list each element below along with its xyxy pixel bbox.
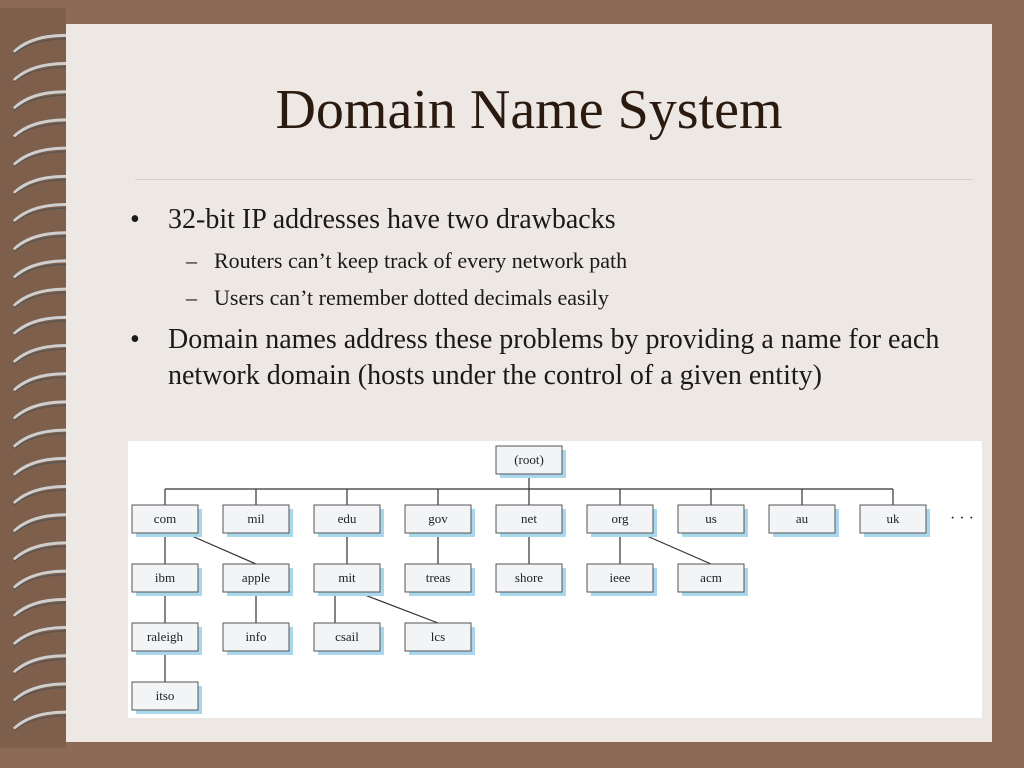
sub-bullet-marker: – xyxy=(186,248,197,273)
node-au-label: au xyxy=(796,511,809,526)
node-shore-label: shore xyxy=(515,570,543,585)
node-itso: itso xyxy=(131,681,202,714)
node-gov-label: gov xyxy=(428,511,448,526)
node-acm: acm xyxy=(677,563,748,596)
sub-bullet-routers: Routers can’t keep track of every networ… xyxy=(214,248,628,273)
node-treas-label: treas xyxy=(426,570,451,585)
tree-edge xyxy=(356,591,439,624)
node-acm-label: acm xyxy=(700,570,722,585)
node-itso-label: itso xyxy=(156,688,175,703)
node-info-label: info xyxy=(246,629,267,644)
title-divider xyxy=(135,179,973,180)
node-mil-label: mil xyxy=(247,511,265,526)
node-com: com xyxy=(131,504,202,537)
node-root: (root) xyxy=(495,445,566,478)
node-org-label: org xyxy=(611,511,629,526)
bullet-marker: • xyxy=(130,324,140,355)
node-edu: edu xyxy=(313,504,384,537)
node-net-label: net xyxy=(521,511,537,526)
node-mit: mit xyxy=(313,563,384,596)
node-org: org xyxy=(586,504,657,537)
node-com-label: com xyxy=(154,511,176,526)
bullet-ip-drawbacks: 32-bit IP addresses have two drawbacks xyxy=(168,204,616,235)
node-us-label: us xyxy=(705,511,717,526)
more-domains-ellipsis: · · · xyxy=(950,510,974,527)
node-csail: csail xyxy=(313,622,384,655)
slide-title: Domain Name System xyxy=(275,79,783,141)
dns-hierarchy-diagram: (root) com mil edu gov net org us au uk ibm apple mi… xyxy=(128,441,982,718)
node-us: us xyxy=(677,504,748,537)
node-root-label: (root) xyxy=(514,452,544,467)
node-ieee-label: ieee xyxy=(610,570,631,585)
node-raleigh-label: raleigh xyxy=(147,629,184,644)
node-au: au xyxy=(768,504,839,537)
node-ibm: ibm xyxy=(131,563,202,596)
node-apple-label: apple xyxy=(242,570,270,585)
node-uk: uk xyxy=(859,504,930,537)
node-raleigh: raleigh xyxy=(131,622,202,655)
bullet-domain-names: Domain names address these problems by p… xyxy=(168,324,940,391)
node-uk-label: uk xyxy=(887,511,901,526)
node-mit-label: mit xyxy=(338,570,356,585)
node-lcs: lcs xyxy=(404,622,475,655)
node-shore: shore xyxy=(495,563,566,596)
node-edu-label: edu xyxy=(338,511,357,526)
node-mil: mil xyxy=(222,504,293,537)
node-ibm-label: ibm xyxy=(155,570,175,585)
bullet-marker: • xyxy=(130,204,140,235)
node-lcs-label: lcs xyxy=(431,629,445,644)
node-apple: apple xyxy=(222,563,293,596)
tree-edge xyxy=(639,532,712,565)
node-net: net xyxy=(495,504,566,537)
sub-bullet-marker: – xyxy=(186,285,197,310)
node-ieee: ieee xyxy=(586,563,657,596)
sub-bullet-users: Users can’t remember dotted decimals eas… xyxy=(214,285,609,310)
node-csail-label: csail xyxy=(335,629,359,644)
node-gov: gov xyxy=(404,504,475,537)
node-info: info xyxy=(222,622,293,655)
node-treas: treas xyxy=(404,563,475,596)
tree-edge xyxy=(184,532,257,565)
